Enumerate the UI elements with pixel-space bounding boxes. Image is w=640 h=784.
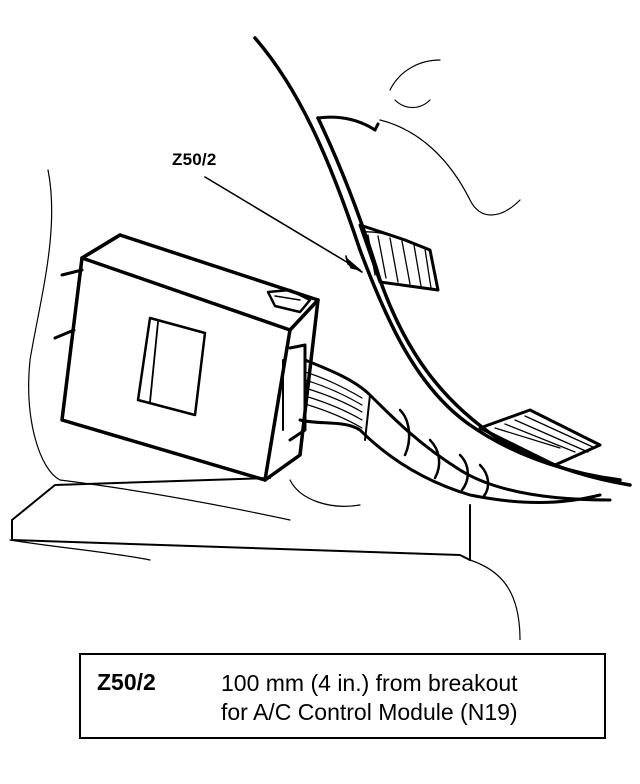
legend-line-2: for A/C Control Module (N19) [221,699,518,725]
control-module-box [60,233,320,482]
main-wiring-harness [253,36,632,487]
harness-tape-lower [478,408,602,467]
legend-line-1: 100 mm (4 in.) from breakout [221,670,518,696]
callout-leader-arrow [204,176,363,273]
legend-code: Z50/2 [97,669,156,695]
harness-tape-top [316,115,380,132]
module-latch [266,288,312,314]
line-drawing [9,36,632,640]
legend-description: 100 mm (4 in.) from breakout for A/C Con… [221,669,518,727]
branch-wires [298,358,612,504]
support-plate [11,477,471,561]
module-connector-plug [282,343,307,442]
legend-box: Z50/2 100 mm (4 in.) from breakout for A… [79,653,606,739]
background-contours [9,59,521,640]
wire-strands [304,371,363,429]
module-mounting-tabs [53,268,84,340]
module-label-plate [136,316,207,417]
splice-connector-tape [358,223,440,292]
callout-label: Z50/2 [172,150,217,169]
